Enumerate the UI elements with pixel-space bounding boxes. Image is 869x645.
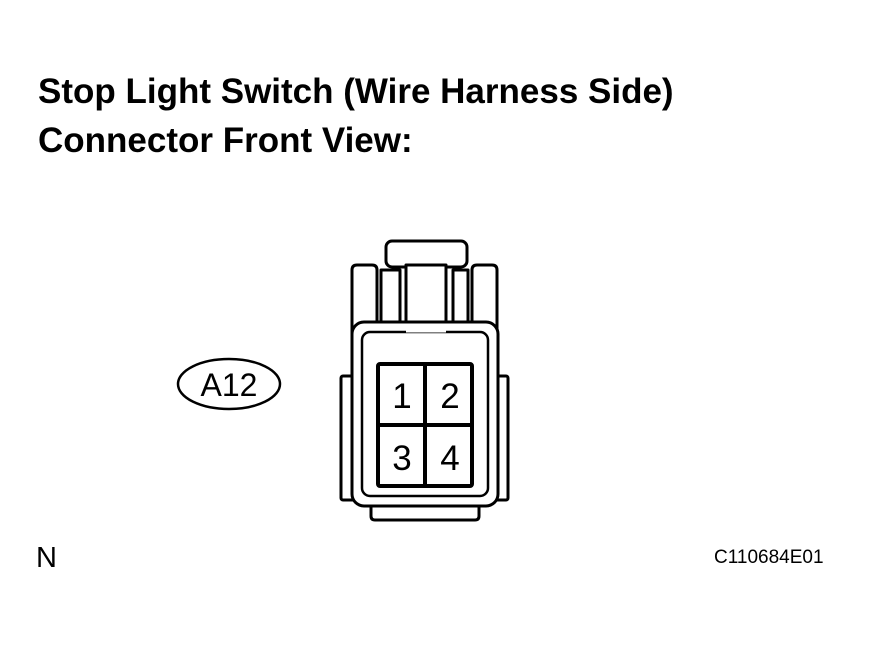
connector-housing — [339, 239, 510, 522]
orientation-mark: N — [36, 542, 57, 574]
connector-code-callout: A12 — [176, 357, 282, 411]
pin-4: 4 — [440, 439, 459, 478]
callout-ellipse — [176, 357, 282, 411]
pin-labels: 1 2 3 4 — [392, 377, 459, 478]
title-line-1: Stop Light Switch (Wire Harness Side) — [38, 72, 674, 111]
pin-2: 2 — [440, 377, 459, 416]
right-inner-finger — [451, 268, 470, 322]
figure-code: C110684E01 — [714, 547, 824, 568]
latch-tab — [384, 239, 469, 269]
left-inner-finger — [379, 268, 402, 322]
latch-stem — [404, 263, 448, 333]
pin-1: 1 — [392, 377, 411, 416]
title-line-2: Connector Front View: — [38, 121, 413, 160]
pin-3: 3 — [392, 439, 411, 478]
connector-code-label: A12 — [201, 367, 258, 403]
